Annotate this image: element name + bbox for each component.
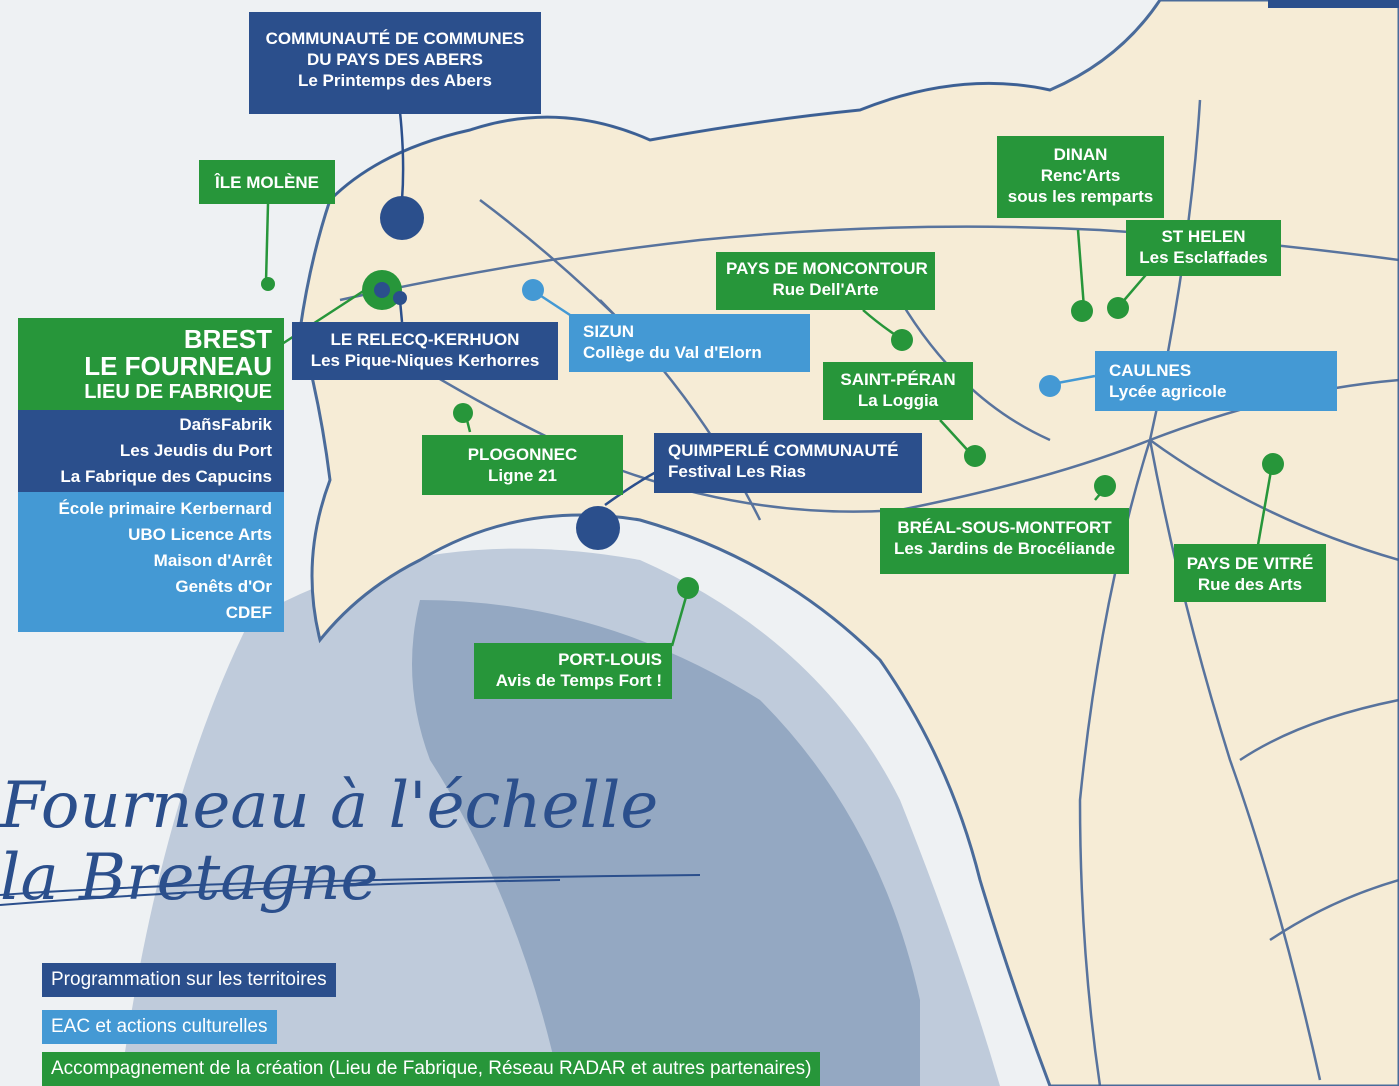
dinan-line2: Renc'Arts bbox=[1040, 166, 1121, 185]
dot-quimperle bbox=[576, 506, 620, 550]
caulnes-line2: Lycée agricole bbox=[1109, 382, 1227, 401]
sizun-line1: SIZUN bbox=[583, 322, 634, 341]
brest-prog-item: DañsFabrik bbox=[179, 415, 272, 434]
dot-saintperan bbox=[964, 445, 986, 467]
label-sthelen: ST HELEN Les Esclaffades bbox=[1126, 220, 1281, 276]
label-relecq: LE RELECQ-KERHUON Les Pique-Niques Kerho… bbox=[292, 322, 558, 380]
molene-line1: ÎLE MOLÈNE bbox=[215, 173, 319, 192]
sthelen-line1: ST HELEN bbox=[1161, 227, 1246, 246]
relecq-line2: Les Pique-Niques Kerhorres bbox=[310, 351, 540, 370]
map-title-line2: la Bretagne bbox=[0, 841, 379, 915]
brest-eac-item: Genêts d'Or bbox=[175, 577, 272, 596]
abers-line2: DU PAYS DES ABERS bbox=[306, 50, 484, 69]
sthelen-line2: Les Esclaffades bbox=[1139, 248, 1268, 267]
dinan-line1: DINAN bbox=[1053, 145, 1108, 164]
label-saintperan: SAINT-PÉRAN La Loggia bbox=[823, 362, 973, 420]
saintperan-line1: SAINT-PÉRAN bbox=[840, 370, 956, 389]
portlouis-line2: Avis de Temps Fort ! bbox=[495, 671, 662, 690]
dot-moncontour bbox=[891, 329, 913, 351]
label-dinan: DINAN Renc'Arts sous les remparts bbox=[997, 136, 1164, 218]
brest-subtitle: LE FOURNEAU bbox=[84, 351, 272, 381]
sizun-line2: Collège du Val d'Elorn bbox=[583, 343, 762, 362]
label-portlouis: PORT-LOUIS Avis de Temps Fort ! bbox=[474, 643, 672, 699]
label-quimperle: QUIMPERLÉ COMMUNAUTÉ Festival Les Rias bbox=[654, 433, 922, 493]
portlouis-line1: PORT-LOUIS bbox=[558, 650, 662, 669]
brest-eac-list: École primaire Kerbernard UBO Licence Ar… bbox=[18, 492, 284, 632]
breal-line2: Les Jardins de Brocéliande bbox=[893, 539, 1116, 558]
relecq-line1: LE RELECQ-KERHUON bbox=[330, 330, 520, 349]
legend-creation: Accompagnement de la création (Lieu de F… bbox=[42, 1052, 821, 1086]
brest-prog-item: La Fabrique des Capucins bbox=[60, 467, 272, 486]
dot-molene bbox=[261, 277, 275, 291]
label-abers: COMMUNAUTÉ DE COMMUNES DU PAYS DES ABERS… bbox=[249, 12, 541, 114]
label-caulnes: CAULNES Lycée agricole bbox=[1095, 351, 1337, 411]
legend-programmation: Programmation sur les territoires bbox=[42, 963, 336, 997]
map-title-line1: Fourneau à l'échelle bbox=[0, 769, 659, 843]
brest-tagline: LIEU DE FABRIQUE bbox=[84, 381, 272, 403]
legend-eac: EAC et actions culturelles bbox=[42, 1010, 277, 1044]
label-sizun: SIZUN Collège du Val d'Elorn bbox=[569, 314, 810, 372]
quimperle-line1: QUIMPERLÉ COMMUNAUTÉ bbox=[668, 441, 899, 460]
moncontour-line1: PAYS DE MONCONTOUR bbox=[726, 259, 928, 278]
brest-prog-item: Les Jeudis du Port bbox=[119, 441, 272, 460]
brest-header: BREST LE FOURNEAU LIEU DE FABRIQUE bbox=[18, 318, 284, 410]
label-breal: BRÉAL-SOUS-MONTFORT Les Jardins de Brocé… bbox=[880, 508, 1129, 574]
dot-plogonnec bbox=[453, 403, 473, 423]
dot-breal bbox=[1094, 475, 1116, 497]
breal-line1: BRÉAL-SOUS-MONTFORT bbox=[897, 518, 1112, 537]
brest-eac-item: UBO Licence Arts bbox=[128, 525, 272, 544]
abers-line1: COMMUNAUTÉ DE COMMUNES bbox=[265, 29, 525, 48]
saintperan-line2: La Loggia bbox=[857, 391, 939, 410]
label-moncontour: PAYS DE MONCONTOUR Rue Dell'Arte bbox=[716, 252, 935, 310]
vitre-line2: Rue des Arts bbox=[1197, 575, 1303, 594]
corner-tab bbox=[1268, 0, 1399, 8]
brest-eac-item: École primaire Kerbernard bbox=[58, 499, 272, 518]
brest-title: BREST bbox=[183, 324, 272, 354]
dot-sthelen bbox=[1107, 297, 1129, 319]
brest-panel: BREST LE FOURNEAU LIEU DE FABRIQUE DañsF… bbox=[18, 318, 284, 632]
dot-sizun bbox=[522, 279, 544, 301]
dinan-line3: sous les remparts bbox=[1007, 187, 1154, 206]
dot-portlouis bbox=[677, 577, 699, 599]
label-plogonnec: PLOGONNEC Ligne 21 bbox=[422, 435, 623, 495]
label-vitre: PAYS DE VITRÉ Rue des Arts bbox=[1174, 544, 1326, 602]
label-molene: ÎLE MOLÈNE bbox=[199, 160, 335, 204]
dot-vitre bbox=[1262, 453, 1284, 475]
dot-caulnes bbox=[1039, 375, 1061, 397]
quimperle-line2: Festival Les Rias bbox=[668, 462, 806, 481]
dot-dinan bbox=[1071, 300, 1093, 322]
dot-relecq bbox=[393, 291, 407, 305]
brest-eac-item: Maison d'Arrêt bbox=[153, 551, 272, 570]
map-title: Fourneau à l'échelle la Bretagne bbox=[0, 770, 658, 914]
abers-line3: Le Printemps des Abers bbox=[298, 71, 492, 90]
brest-eac-item: CDEF bbox=[225, 603, 272, 622]
dot-abers bbox=[380, 196, 424, 240]
caulnes-line1: CAULNES bbox=[1109, 361, 1192, 380]
brest-programmation-list: DañsFabrik Les Jeudis du Port La Fabriqu… bbox=[18, 410, 284, 492]
moncontour-line2: Rue Dell'Arte bbox=[772, 280, 879, 299]
vitre-line1: PAYS DE VITRÉ bbox=[1186, 554, 1314, 573]
plogonnec-line2: Ligne 21 bbox=[488, 466, 557, 485]
plogonnec-line1: PLOGONNEC bbox=[467, 445, 578, 464]
